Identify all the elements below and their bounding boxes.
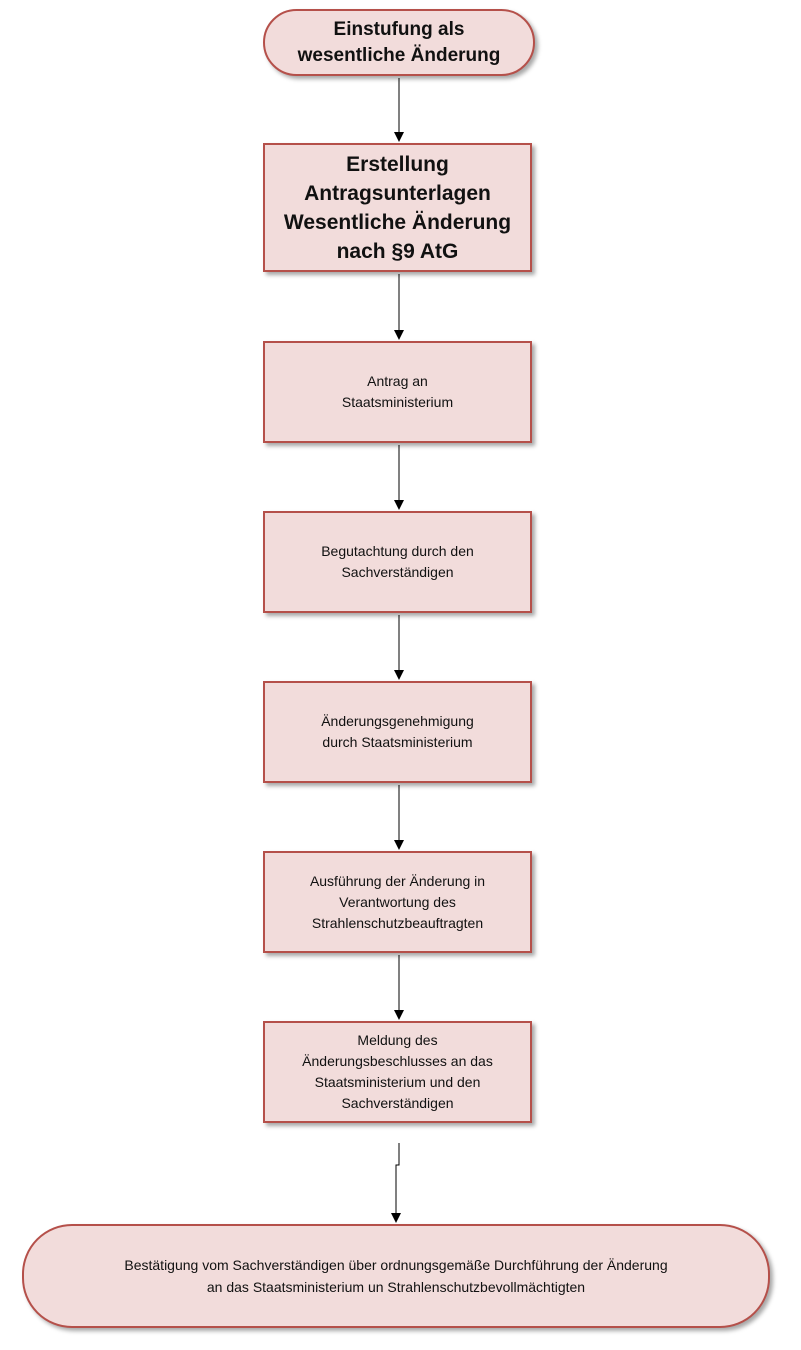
node-genehmigung-label: Änderungsgenehmigung durch Staatsministe… bbox=[321, 713, 474, 750]
edge-n6-to-end bbox=[391, 1143, 401, 1223]
node-begutachtung: Begutachtung durch den Sachverständigen bbox=[263, 511, 532, 613]
node-antragsunterlagen-label: Erstellung Antragsunterlagen Wesentliche… bbox=[283, 152, 512, 263]
node-end-label: Bestätigung vom Sachverständigen über or… bbox=[124, 1257, 668, 1295]
node-begutachtung-label: Begutachtung durch den Sachverständigen bbox=[321, 543, 474, 580]
node-ausfuehrung-label: Ausführung der Änderung in Verantwortung… bbox=[309, 872, 486, 931]
node-start: Einstufung als wesentliche Änderung bbox=[263, 9, 535, 76]
node-antragsunterlagen: Erstellung Antragsunterlagen Wesentliche… bbox=[263, 143, 532, 272]
node-start-label: Einstufung als wesentliche Änderung bbox=[297, 18, 501, 66]
node-end: Bestätigung vom Sachverständigen über or… bbox=[22, 1224, 770, 1328]
node-meldung-label: Meldung des Änderungsbeschlusses an das … bbox=[302, 1032, 493, 1111]
node-antrag-label: Antrag an Staatsministerium bbox=[341, 373, 454, 410]
node-meldung: Meldung des Änderungsbeschlusses an das … bbox=[263, 1021, 532, 1123]
node-genehmigung: Änderungsgenehmigung durch Staatsministe… bbox=[263, 681, 532, 783]
node-ausfuehrung: Ausführung der Änderung in Verantwortung… bbox=[263, 851, 532, 953]
node-antrag: Antrag an Staatsministerium bbox=[263, 341, 532, 443]
